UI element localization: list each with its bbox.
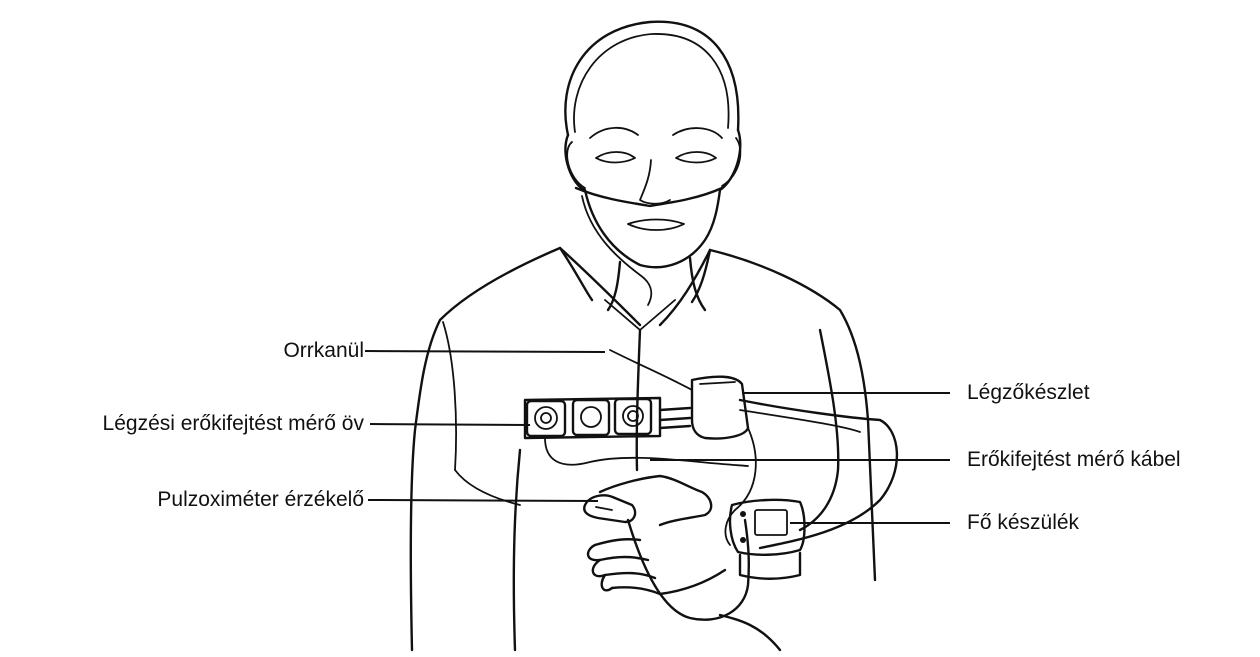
right-forearm-inner: [740, 410, 860, 432]
label-nasal-cannula: Orrkanül: [283, 339, 364, 363]
neck-collar: [560, 248, 710, 330]
leader-pulse-oximeter: [368, 500, 598, 501]
label-breathing-kit: Légzőkészlet: [967, 381, 1090, 405]
label-effort-cable: Erőkifejtést mérő kábel: [967, 448, 1181, 472]
label-main-device: Fő készülék: [967, 511, 1079, 535]
face-features: [590, 128, 722, 230]
effort-cable: [545, 438, 748, 466]
leader-effort-belt: [370, 424, 530, 425]
left-hand: [588, 476, 725, 594]
label-effort-belt: Légzési erőkifejtést mérő öv: [103, 412, 364, 436]
left-ear: [567, 142, 585, 188]
label-pulse-oximeter: Pulzoximéter érzékelő: [157, 488, 364, 512]
leader-nasal-cannula: [365, 351, 605, 352]
effort-belt: [525, 398, 690, 438]
main-device: [730, 500, 805, 579]
